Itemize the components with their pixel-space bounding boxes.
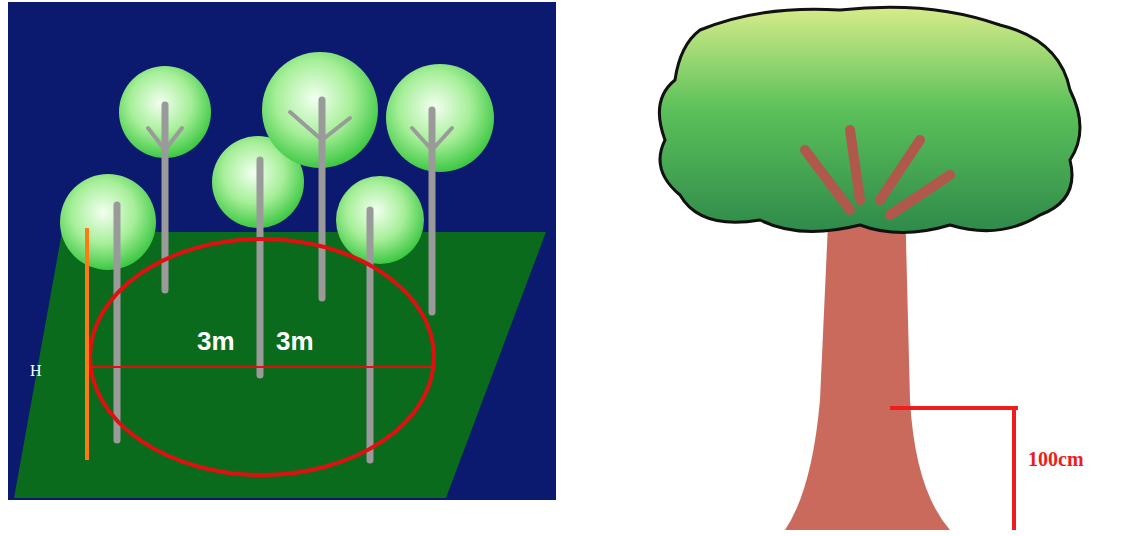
height-label: H: [30, 362, 42, 380]
plot-circle: [90, 239, 434, 475]
radius-label: 3m: [276, 326, 314, 357]
diameter-line: [90, 366, 432, 368]
ground-plot: [14, 232, 546, 498]
tree-crown: [659, 7, 1080, 232]
radius-label: 3m: [197, 326, 235, 357]
measure-line: [1012, 406, 1016, 530]
tree-branches: [805, 130, 950, 215]
measure-line: [890, 406, 1018, 410]
dbh-label: 100cm: [1028, 448, 1084, 471]
tree-trunks: [117, 100, 452, 460]
sky-panel: [8, 2, 556, 500]
height-pole: [85, 228, 89, 460]
